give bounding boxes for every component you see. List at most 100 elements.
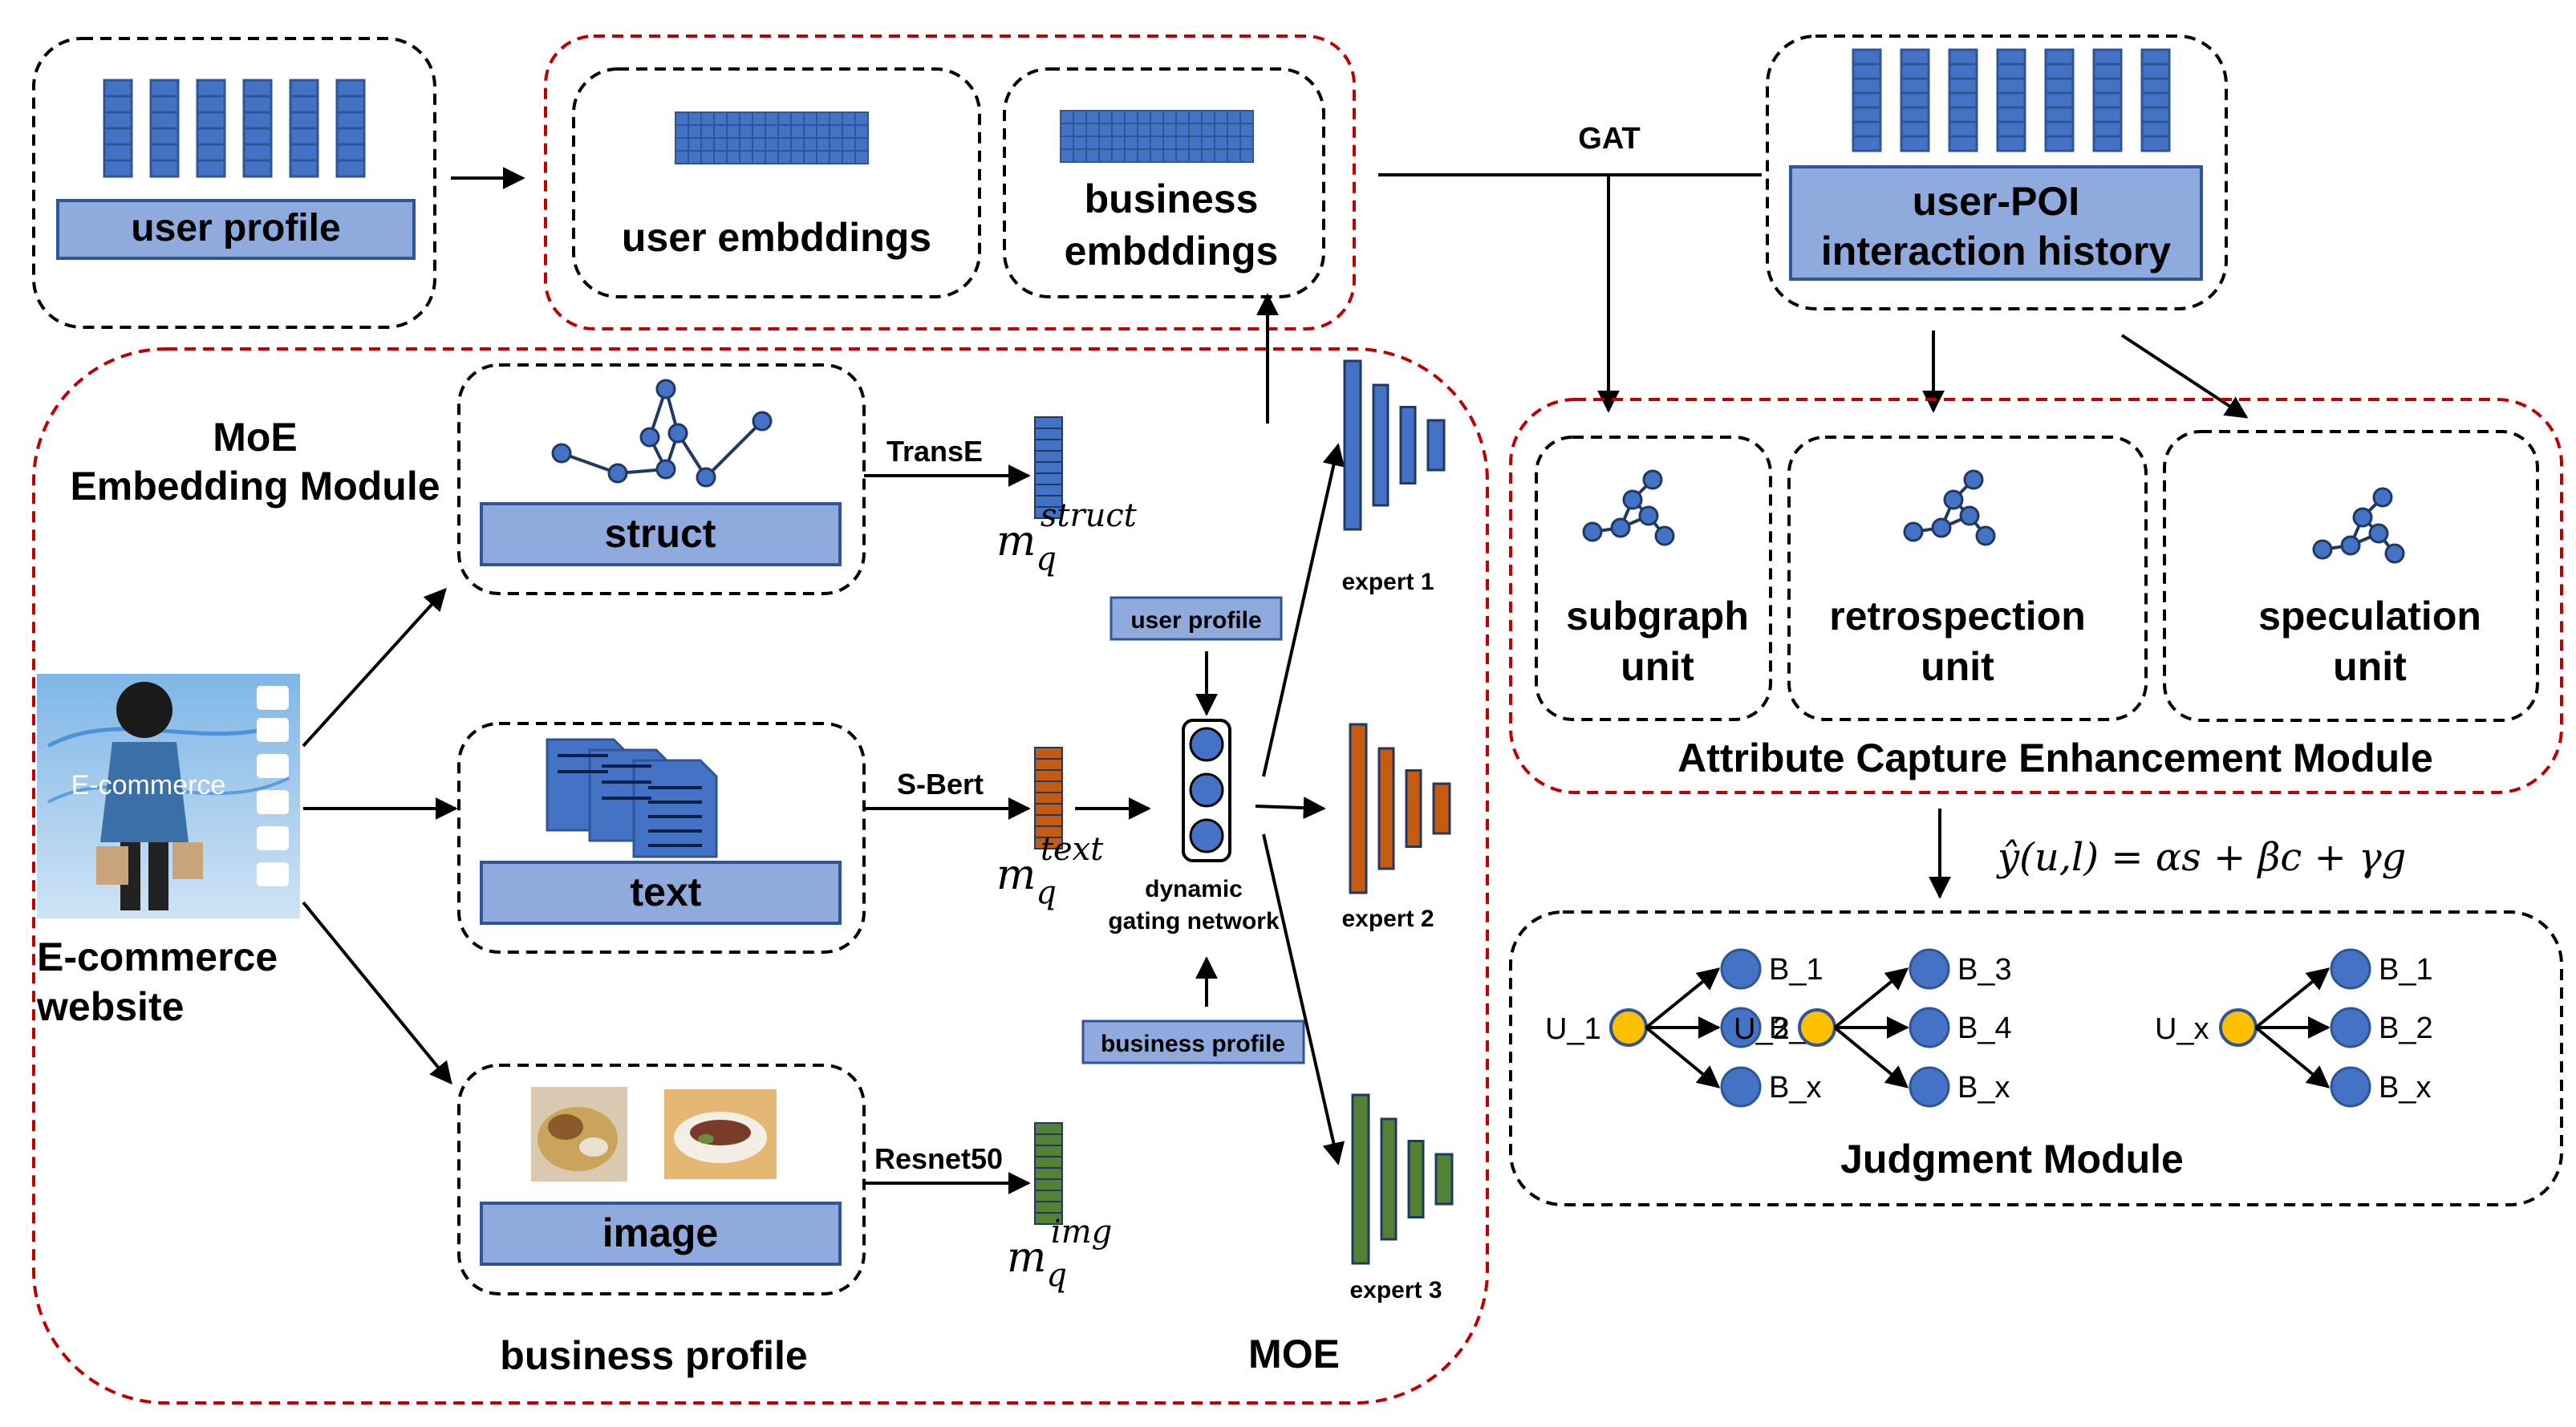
- history-columns: [1852, 48, 2171, 152]
- judgment-business-label: B_4: [1957, 1011, 2012, 1045]
- struct-vector-label: mqstruct: [996, 497, 1138, 578]
- expert-1-label: expert 1: [1341, 569, 1434, 595]
- struct-label: struct: [605, 511, 716, 556]
- profile-column: [103, 79, 133, 178]
- user-embeddings-grid: [675, 111, 869, 164]
- business-node: [2330, 1007, 2371, 1048]
- text-bar: [480, 861, 842, 925]
- encoder-sbert: S-Bert: [897, 768, 984, 801]
- expert-1: [1343, 359, 1446, 531]
- image-vector-label: mqimg: [1007, 1214, 1112, 1294]
- judgment-user-label: U_1: [1545, 1012, 1601, 1046]
- text-vector-label: mqtext: [996, 831, 1104, 911]
- judgment-user-label: U_x: [2155, 1012, 2209, 1046]
- gate-user-profile-label: user profile: [1130, 607, 1261, 634]
- text-label: text: [631, 870, 702, 914]
- profile-column: [149, 79, 180, 178]
- profile-column: [1900, 48, 1930, 152]
- judgment-business-label: B_3: [1957, 953, 2012, 987]
- judgment-group: U_1B_1B_2B_x: [1545, 948, 1823, 1108]
- profile-column: [289, 79, 319, 178]
- user-profile-label: user profile: [131, 207, 340, 249]
- expert-3-label: expert 3: [1349, 1277, 1442, 1303]
- arrow-gate-to-expert1: [1262, 443, 1345, 777]
- judgment-business-label: B_x: [2379, 1071, 2431, 1105]
- judgment-module-title: Judgment Module: [1840, 1137, 2184, 1182]
- encoder-transe: TransE: [886, 435, 983, 468]
- moe-module-title-1: MoE: [213, 415, 298, 460]
- arrow-ecom-to-struct: [302, 587, 447, 748]
- ecommerce-image-text: E-commerce: [71, 770, 226, 801]
- speculation-unit-label-2: unit: [2333, 644, 2407, 689]
- struct-graph-icon: [551, 379, 773, 488]
- moe-module-title-2: Embedding Module: [70, 464, 440, 509]
- expert-2-label: expert 2: [1341, 906, 1434, 932]
- embeddings-container: user embddings business embddings: [544, 34, 1356, 330]
- subgraph-unit-label-2: unit: [1621, 644, 1694, 689]
- ecommerce-label-1: E-commerce: [37, 934, 278, 979]
- business-node: [1720, 1066, 1762, 1108]
- history-label-1: user-POI: [1913, 179, 2079, 224]
- profile-column: [242, 79, 273, 178]
- arrow-gate-to-expert2: [1255, 797, 1326, 820]
- subgraph-unit: subgraph unit: [1535, 436, 1772, 721]
- business-node: [1720, 948, 1762, 990]
- speculation-graph-icon: [2312, 487, 2405, 564]
- food-photo-2: [664, 1089, 777, 1179]
- judgment-group: U_xB_1B_2B_x: [2155, 948, 2433, 1108]
- document-icon: [546, 738, 718, 858]
- gate-business-profile-box: [1081, 1020, 1305, 1064]
- history-label-2: interaction history: [1821, 229, 2171, 274]
- arrow-ecom-to-image: [302, 901, 452, 1085]
- judgment-groups: U_1B_1B_2B_xU_2B_3B_4B_xU_xB_1B_2B_x: [1545, 948, 2433, 1108]
- profile-column: [2044, 48, 2075, 152]
- judgment-module-container: [1509, 910, 2563, 1206]
- ecommerce-label-2: website: [36, 984, 184, 1029]
- business-node: [2330, 1066, 2371, 1108]
- retrospection-unit-label-1: retrospection: [1829, 594, 2086, 639]
- expert-3: [1351, 1093, 1454, 1265]
- judgment-business-label: B_1: [1769, 953, 1823, 987]
- user-profile-bar: [56, 199, 416, 260]
- struct-bar: [480, 502, 842, 566]
- business-node: [1909, 948, 1950, 990]
- business-node: [2330, 948, 2371, 990]
- image-vector: [1034, 1122, 1063, 1225]
- business-node: [1909, 1007, 1950, 1048]
- attribute-module-title: Attribute Capture Enhancement Module: [1677, 736, 2433, 780]
- subgraph-unit-label-1: subgraph: [1566, 594, 1749, 639]
- user-profile-box: user profile: [32, 37, 436, 329]
- speculation-unit: speculation unit: [2163, 430, 2539, 722]
- business-profile-label: business profile: [500, 1333, 807, 1378]
- user-profile-columns: [103, 79, 366, 178]
- judgment-business-label: B_1: [2379, 953, 2433, 987]
- image-box: image: [457, 1064, 866, 1295]
- struct-box: struct: [457, 363, 866, 595]
- attribute-module-container: [1509, 398, 2563, 794]
- category-icons: [257, 686, 289, 886]
- image-label: image: [602, 1210, 719, 1255]
- business-embeddings-grid: [1060, 110, 1254, 163]
- person-body-icon: [100, 742, 189, 842]
- expert-2: [1349, 723, 1451, 894]
- retrospection-unit: retrospection unit: [1787, 436, 2148, 721]
- judgment-business-label: B_x: [1769, 1071, 1821, 1105]
- image-bar: [480, 1202, 842, 1266]
- arrow-history-to-speculation: [2120, 334, 2249, 419]
- profile-column: [335, 79, 366, 178]
- profile-column: [1852, 48, 1882, 152]
- gating-label-2: gating network: [1108, 908, 1280, 934]
- person-head-icon: [116, 682, 172, 738]
- ecommerce-illustration: E-commerce: [37, 674, 300, 918]
- profile-column: [2092, 48, 2123, 152]
- text-box: text: [457, 722, 866, 954]
- struct-vector: [1034, 416, 1063, 519]
- judgment-business-label: B_x: [1957, 1071, 2010, 1105]
- interaction-history-box: user-POI interaction history: [1766, 34, 2228, 310]
- user-node: [1798, 1008, 1836, 1047]
- judgment-group: U_2B_3B_4B_x: [1734, 948, 2012, 1108]
- business-node: [1909, 1066, 1950, 1108]
- food-photo-1: [531, 1087, 627, 1182]
- user-node: [2219, 1008, 2258, 1047]
- subgraph-graph-icon: [1582, 469, 1675, 546]
